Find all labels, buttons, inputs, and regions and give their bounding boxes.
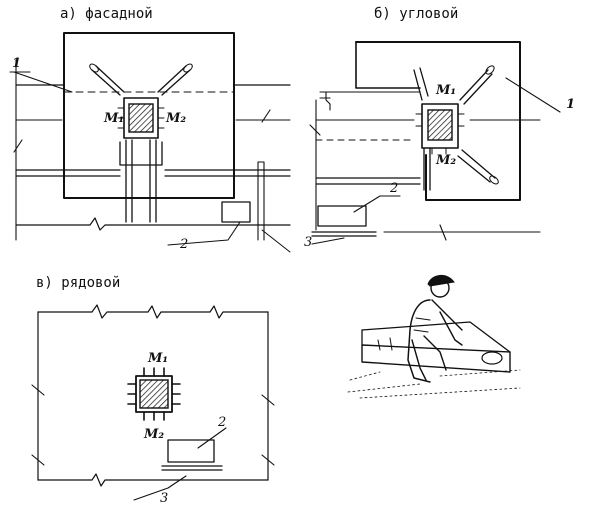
panel-facade-drawing (9, 32, 291, 253)
row-mount-pins (127, 367, 181, 421)
corner-wall-double-line (315, 177, 421, 185)
row-bottom-line (37, 473, 269, 487)
title-facade: а) фасадной (60, 6, 153, 22)
row-callout-2: 2 (218, 415, 227, 430)
corner-label-m2: М₂ (436, 153, 457, 168)
row-label-m2: М₂ (144, 427, 165, 442)
facade-leader-2 (167, 221, 241, 246)
facade-column-bracket (119, 141, 163, 166)
facade-arm-left (91, 65, 125, 96)
facade-mount-hatched (128, 103, 154, 133)
facade-box-2 (221, 201, 251, 223)
title-row: в) рядовой (36, 275, 121, 291)
corner-leader-3 (311, 237, 345, 245)
facade-slab-outline (63, 32, 235, 199)
facade-label-m1: М₁ (104, 111, 125, 126)
row-side-lines (37, 311, 269, 481)
row-top-line (37, 304, 269, 319)
worker-illustration (347, 275, 521, 399)
facade-column-stem (125, 139, 157, 223)
facade-callout-1: 1 (12, 56, 22, 71)
facade-label-m2: М₂ (166, 111, 187, 126)
row-leader-2 (197, 427, 227, 449)
row-mount-hatched (139, 379, 169, 409)
corner-mount-hatched (427, 109, 453, 141)
facade-wall-double-line (15, 169, 291, 177)
worker-helmet (427, 275, 455, 287)
facade-arm-right (157, 65, 191, 96)
row-leader-3 (133, 475, 187, 501)
corner-slab-outline (355, 41, 521, 201)
corner-leader-2 (353, 195, 401, 213)
corner-callout-3: 3 (304, 235, 313, 250)
corner-box-2 (317, 205, 367, 227)
facade-callout-2: 2 (180, 237, 189, 252)
facade-leader-1 (13, 71, 73, 93)
facade-bottom-line (15, 217, 291, 231)
row-label-m1: М₁ (148, 351, 169, 366)
corner-leader-1 (505, 77, 561, 113)
worker-body (407, 299, 431, 383)
concrete-beam (361, 344, 511, 373)
worker-legs (411, 335, 447, 381)
panel-corner-drawing (309, 41, 561, 245)
corner-bottom-line (383, 224, 541, 241)
corner-callout-2: 2 (390, 181, 399, 196)
title-corner: б) угловой (374, 6, 459, 22)
worker-arms (431, 299, 463, 346)
row-callout-3: 3 (160, 491, 169, 506)
row-box-2 (167, 439, 215, 463)
facade-edge-ticks (13, 59, 271, 241)
corner-label-m1: М₁ (436, 83, 457, 98)
panel-row-drawing (31, 304, 275, 501)
corner-callout-1: 1 (566, 97, 576, 112)
